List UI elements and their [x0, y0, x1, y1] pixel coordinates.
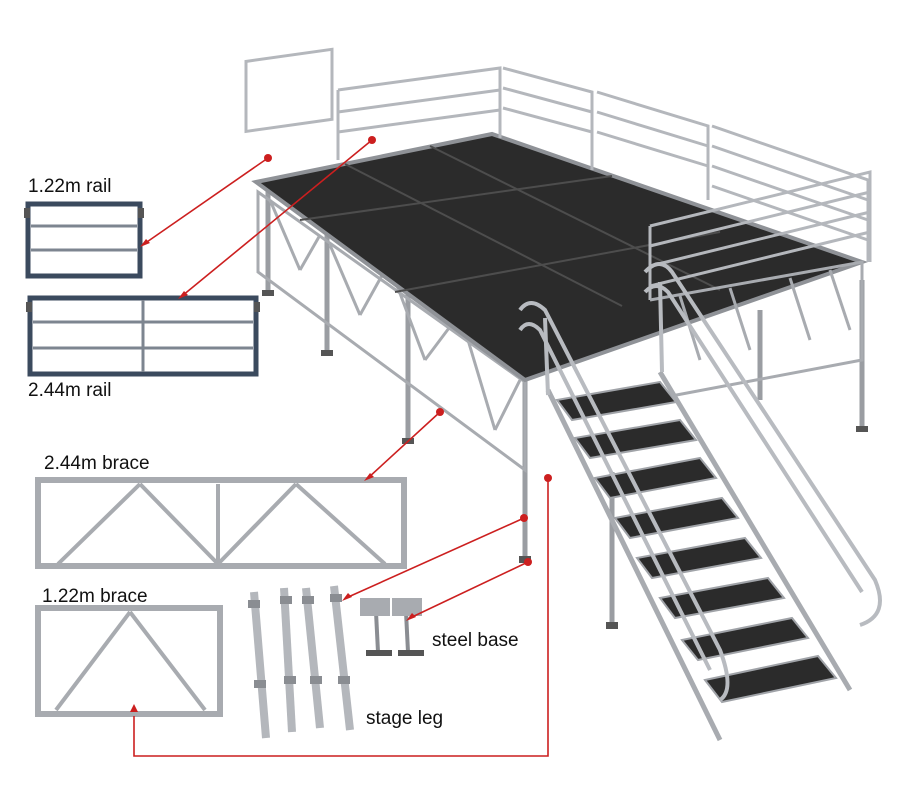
stair-handrails — [518, 262, 882, 702]
pointer-lines — [133, 139, 549, 757]
label-brace-122: 1.22m brace — [42, 586, 148, 607]
stage-legs-parts — [248, 585, 354, 739]
label-rail-122: 1.22m rail — [28, 176, 112, 197]
rail-122-illustration — [24, 201, 144, 279]
main-stage — [244, 47, 882, 742]
stairs — [518, 262, 882, 742]
stair-stringers — [545, 370, 853, 742]
label-brace-244: 2.44m brace — [44, 453, 150, 474]
stair-treads — [555, 380, 838, 704]
steel-base-parts — [360, 598, 424, 656]
label-steel-base: steel base — [432, 630, 519, 651]
pointer-arrowheads — [130, 239, 416, 712]
side-braces — [256, 189, 527, 473]
label-rail-244: 2.44m rail — [28, 380, 112, 401]
brace-122-illustration — [35, 605, 223, 717]
right-platform-frame — [649, 260, 864, 402]
rail-244-illustration — [26, 295, 260, 377]
back-rails — [244, 47, 870, 262]
label-stage-leg: stage leg — [366, 708, 444, 729]
pointer-dots — [264, 136, 552, 566]
brace-244-illustration — [35, 477, 407, 569]
